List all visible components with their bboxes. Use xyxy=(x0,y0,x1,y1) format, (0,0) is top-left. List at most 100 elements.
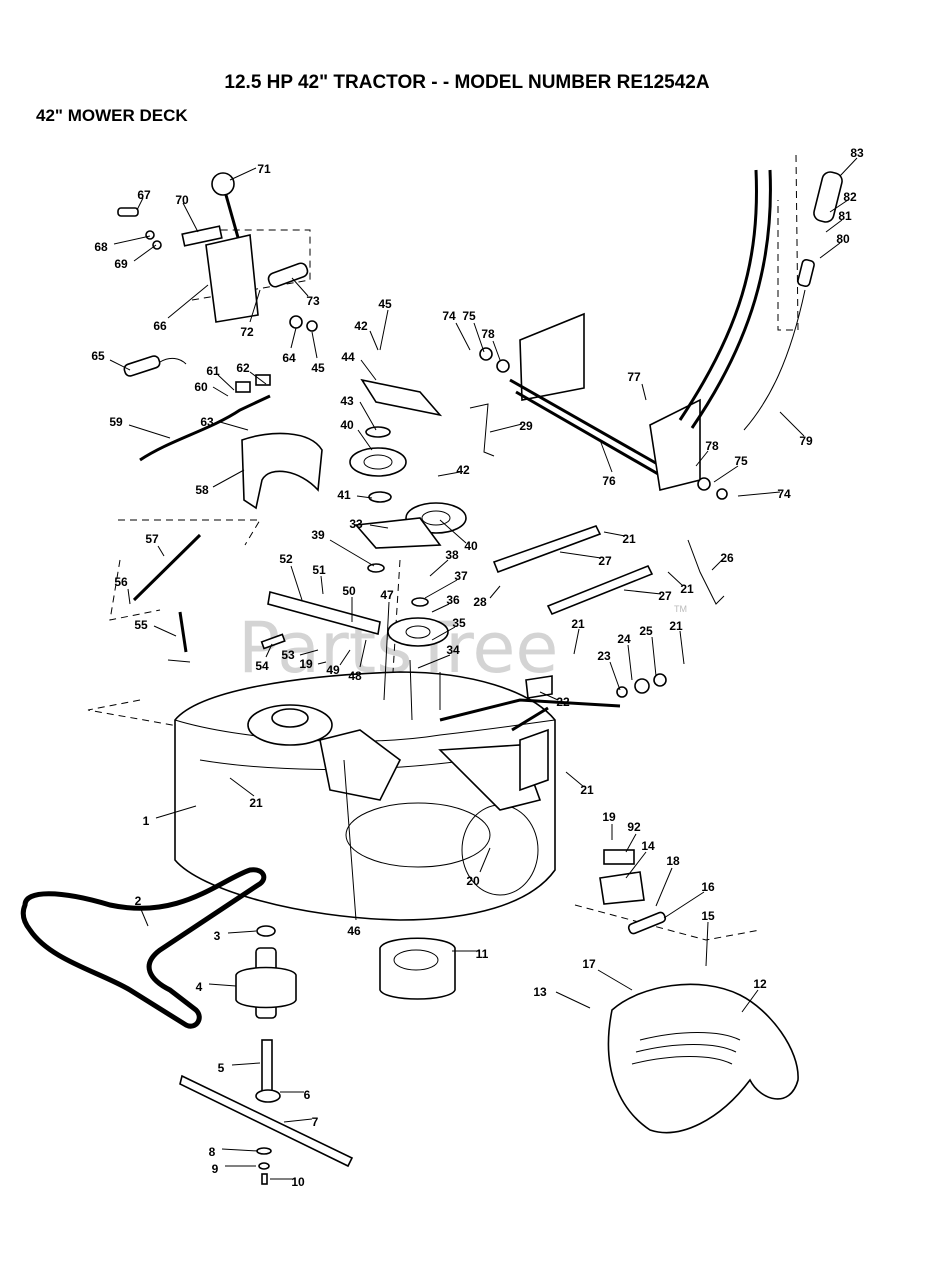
lift-shaft xyxy=(469,169,843,500)
leader-line-c77 xyxy=(641,383,647,401)
part-number-label-c40b: 40 xyxy=(464,539,478,553)
part-number-label-c46: 46 xyxy=(347,924,361,938)
leader-line-c83 xyxy=(839,157,858,177)
part-number-label-c1: 1 xyxy=(143,814,150,828)
leader-line-c46 xyxy=(343,759,357,921)
spring-and-rod xyxy=(123,355,271,462)
part-number-label-c28: 28 xyxy=(473,595,487,609)
part-number-label-c76: 76 xyxy=(602,474,616,488)
part-number-label-c81: 81 xyxy=(838,209,852,223)
leader-line-c24 xyxy=(627,644,633,681)
leader-line-c7 xyxy=(283,1118,313,1123)
leader-line-c75a xyxy=(473,322,485,353)
part-number-label-c21f: 21 xyxy=(249,796,263,810)
leader-line-c13 xyxy=(555,991,591,1009)
leader-line-c1 xyxy=(155,805,197,819)
leader-line-c21c xyxy=(573,628,580,655)
part-number-label-c49: 49 xyxy=(326,663,340,677)
leader-line-c66 xyxy=(167,284,209,319)
spindle-assembly xyxy=(179,925,354,1185)
leader-line-c18 xyxy=(655,867,673,907)
part-number-label-c74a: 74 xyxy=(442,309,456,323)
leader-line-c47 xyxy=(383,601,390,701)
part-number-label-c4: 4 xyxy=(196,980,203,994)
part-number-label-c72: 72 xyxy=(240,325,254,339)
page-title: 12.5 HP 42" TRACTOR - - MODEL NUMBER RE1… xyxy=(224,72,710,93)
spindle-housing xyxy=(379,937,456,1000)
part-number-label-c71: 71 xyxy=(257,162,271,176)
part-number-label-c55: 55 xyxy=(134,618,148,632)
part-number-label-c25: 25 xyxy=(639,624,653,638)
leader-line-c61 xyxy=(217,374,235,391)
part-number-label-c61: 61 xyxy=(206,364,220,378)
part-number-label-c54: 54 xyxy=(255,659,269,673)
part-number-label-c57: 57 xyxy=(145,532,159,546)
part-number-label-c21e: 21 xyxy=(580,783,594,797)
part-number-label-c34: 34 xyxy=(446,643,460,657)
leader-line-c60 xyxy=(212,386,229,397)
lift-rods xyxy=(132,533,202,663)
leader-line-c43 xyxy=(359,401,377,431)
part-number-label-c38: 38 xyxy=(445,548,459,562)
part-number-label-c62: 62 xyxy=(236,361,250,375)
part-number-label-c21c: 21 xyxy=(571,617,585,631)
part-number-label-c2: 2 xyxy=(135,894,142,908)
leader-line-c69 xyxy=(133,244,157,262)
part-number-label-c27a: 27 xyxy=(598,554,612,568)
leader-line-c28 xyxy=(489,585,501,599)
leader-line-c38 xyxy=(429,559,449,577)
leader-line-c45b xyxy=(379,309,389,351)
leader-line-c12 xyxy=(741,989,759,1013)
leader-line-c78b xyxy=(695,450,709,467)
part-number-label-c19a: 19 xyxy=(299,657,313,671)
part-number-label-c41: 41 xyxy=(337,488,351,502)
part-number-label-c23: 23 xyxy=(597,649,611,663)
part-number-label-c78a: 78 xyxy=(481,327,495,341)
leader-line-c42b xyxy=(437,471,461,477)
part-number-label-c52: 52 xyxy=(279,552,293,566)
leader-line-c2 xyxy=(139,906,149,927)
leader-line-c49 xyxy=(339,649,351,666)
leader-line-c41 xyxy=(356,495,373,499)
leader-line-c21b xyxy=(667,571,684,587)
part-number-label-c48: 48 xyxy=(348,669,362,683)
part-number-label-c21d: 21 xyxy=(669,619,683,633)
deck-housing xyxy=(174,671,556,921)
leader-line-c21a xyxy=(603,531,626,537)
leader-line-c51 xyxy=(320,575,324,595)
part-number-label-c24: 24 xyxy=(617,632,631,646)
leader-line-c17 xyxy=(597,969,633,991)
part-number-label-c45b: 45 xyxy=(378,297,392,311)
leader-line-c39 xyxy=(329,539,375,567)
part-number-label-c43: 43 xyxy=(340,394,354,408)
leader-line-c68 xyxy=(113,235,151,245)
part-number-label-c74b: 74 xyxy=(777,487,791,501)
part-number-label-c27b: 27 xyxy=(658,589,672,603)
part-number-label-c65: 65 xyxy=(91,349,105,363)
section-subtitle: 42" MOWER DECK xyxy=(36,106,188,125)
part-number-label-c80: 80 xyxy=(836,232,850,246)
part-number-label-c47: 47 xyxy=(380,588,394,602)
leader-line-c35 xyxy=(431,626,456,641)
part-number-label-c77: 77 xyxy=(627,370,641,384)
part-number-label-c36: 36 xyxy=(446,593,460,607)
discharge-chute xyxy=(599,849,799,1134)
leader-line-c62 xyxy=(249,371,267,385)
leader-line-c42a xyxy=(369,330,379,351)
leader-line-c54 xyxy=(265,643,273,658)
leader-line-c21f xyxy=(229,777,255,797)
leader-line-c37 xyxy=(424,579,458,599)
part-number-label-c17: 17 xyxy=(582,957,596,971)
part-number-label-c68: 68 xyxy=(94,240,108,254)
part-number-label-c63: 63 xyxy=(200,415,214,429)
part-number-label-c66: 66 xyxy=(153,319,167,333)
leader-line-c53 xyxy=(299,649,319,656)
leader-line-c75b xyxy=(713,465,739,483)
part-number-label-c73: 73 xyxy=(306,294,320,308)
leader-line-c40b xyxy=(439,519,467,544)
part-number-label-c78b: 78 xyxy=(705,439,719,453)
part-number-label-c21b: 21 xyxy=(680,582,694,596)
part-number-label-c70: 70 xyxy=(175,193,189,207)
lever-assembly xyxy=(117,172,318,332)
leader-line-c21d xyxy=(679,630,685,665)
